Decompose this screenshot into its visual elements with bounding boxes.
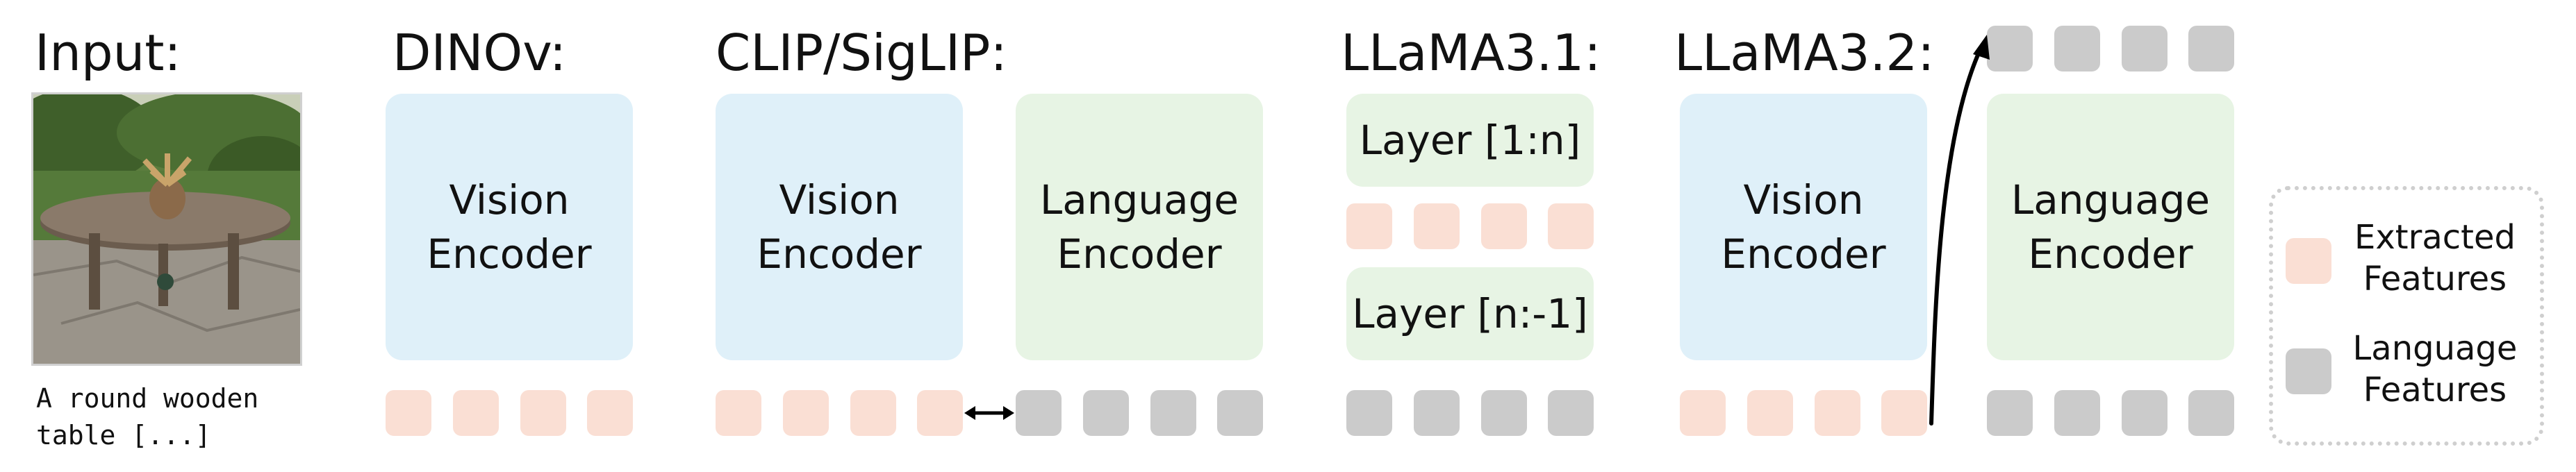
legend-language-swatch <box>2286 348 2331 394</box>
clip-language-feature <box>1217 390 1263 436</box>
clip-vision-encoder-label: Vision Encoder <box>757 176 922 278</box>
llama32-vision-encoder-label: Vision Encoder <box>1721 176 1886 278</box>
input-image <box>31 92 302 366</box>
llama31-layer-bottom: Layer [n:-1] <box>1346 267 1594 360</box>
dinov-extracted-feature <box>386 390 431 436</box>
llama32-input-language-feature <box>2054 26 2100 71</box>
llama31-heading: LLaMA3.1: <box>1341 24 1601 82</box>
llama32-extracted-feature <box>1815 390 1860 436</box>
llama31-layer-bottom-label: Layer [n:-1] <box>1352 289 1588 337</box>
clip-language-feature <box>1016 390 1062 436</box>
clip-language-encoder-label: Language Encoder <box>1039 176 1239 278</box>
legend <box>2269 186 2544 446</box>
dinov-vision-encoder-label: Vision Encoder <box>427 176 592 278</box>
dinov-extracted-feature <box>520 390 566 436</box>
llama32-extracted-feature <box>1747 390 1793 436</box>
clip-extracted-feature <box>716 390 761 436</box>
llama31-layer-top: Layer [1:n] <box>1346 94 1594 187</box>
llama32-extracted-feature <box>1881 390 1927 436</box>
legend-language-label: Language Features <box>2352 329 2518 410</box>
input-caption: A round wooden table [...] <box>36 383 259 451</box>
legend-extracted-swatch <box>2286 238 2331 284</box>
clip-extracted-feature <box>783 390 829 436</box>
dinov-vision-encoder: Vision Encoder <box>386 94 633 360</box>
clip-siglip-heading: CLIP/SigLIP: <box>716 24 1007 82</box>
clip-vision-encoder: Vision Encoder <box>716 94 963 360</box>
llama32-language-encoder-label: Language Encoder <box>2011 176 2211 278</box>
llama31-extracted-feature <box>1481 203 1527 249</box>
llama32-language-feature <box>1987 390 2033 436</box>
llama31-layer-top-label: Layer [1:n] <box>1359 116 1581 164</box>
dinov-extracted-feature <box>453 390 499 436</box>
legend-extracted-label: Extracted Features <box>2354 218 2516 298</box>
clip-language-feature <box>1150 390 1196 436</box>
llama32-heading: LLaMA3.2: <box>1674 24 1935 82</box>
llama32-language-feature <box>2054 390 2100 436</box>
garden-table-illustration <box>33 94 300 364</box>
llama31-language-feature <box>1481 390 1527 436</box>
cross-attention-arrow <box>1929 35 1990 425</box>
llama32-vision-encoder: Vision Encoder <box>1680 94 1927 360</box>
llama32-input-language-feature <box>1987 26 2033 71</box>
llama32-input-language-feature <box>2188 26 2234 71</box>
llama32-language-feature <box>2122 390 2168 436</box>
dinov-heading: DINOv: <box>393 24 567 82</box>
clip-extracted-feature <box>850 390 896 436</box>
llama31-language-feature <box>1548 390 1594 436</box>
llama32-language-encoder: Language Encoder <box>1987 94 2234 360</box>
dinov-extracted-feature <box>587 390 633 436</box>
llama31-extracted-feature <box>1548 203 1594 249</box>
llama32-language-feature <box>2188 390 2234 436</box>
clip-language-feature <box>1083 390 1129 436</box>
llama32-extracted-feature <box>1680 390 1726 436</box>
llama31-extracted-feature <box>1414 203 1460 249</box>
llama32-input-language-feature <box>2122 26 2168 71</box>
llama31-language-feature <box>1346 390 1392 436</box>
input-heading: Input: <box>35 24 181 82</box>
clip-extracted-feature <box>917 390 963 436</box>
contrastive-double-arrow <box>964 406 1014 420</box>
clip-language-encoder: Language Encoder <box>1016 94 1263 360</box>
llama31-extracted-feature <box>1346 203 1392 249</box>
llama31-language-feature <box>1414 390 1460 436</box>
